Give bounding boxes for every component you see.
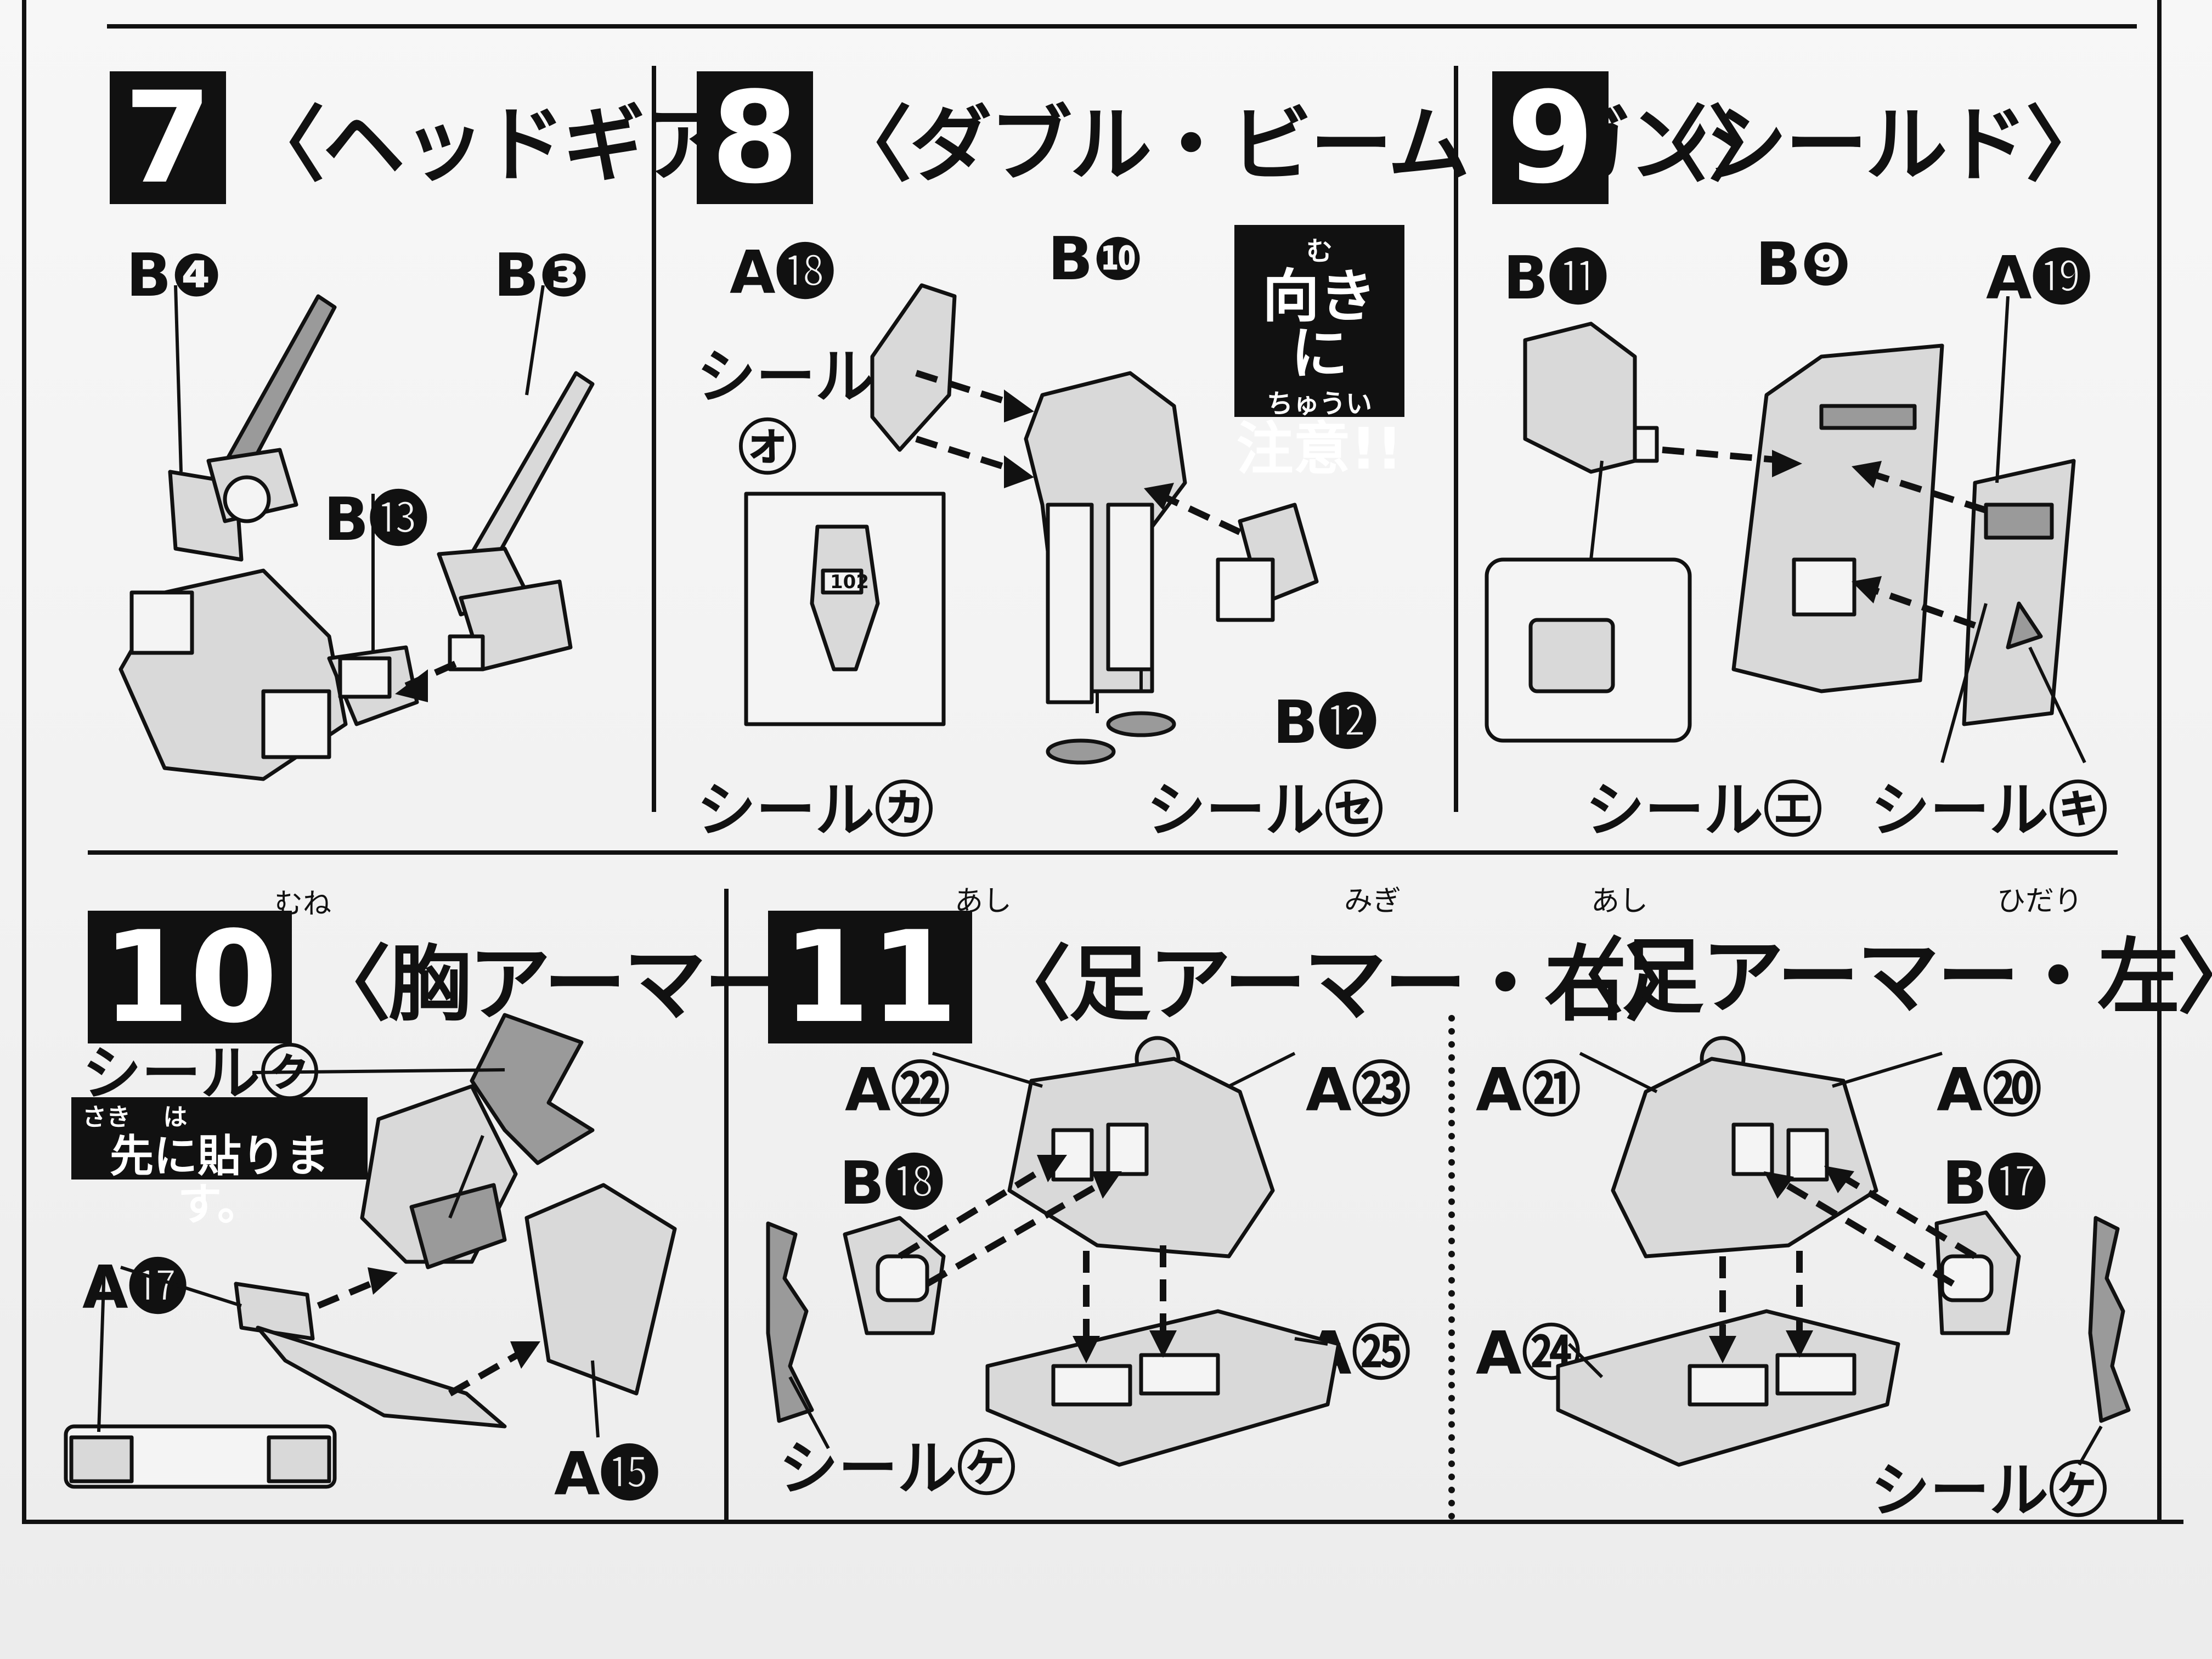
part-label: B⓬ [1273,689,1378,757]
part-label: A⑳ [1937,1056,2042,1125]
left-border [22,0,26,1524]
step-11-header: 11 〈足アーマー・右〉 [768,911,1707,1043]
beam-gun-illustration: 102 [744,283,1319,765]
step-title: 〈足アーマー・右〉 [989,936,1707,1032]
badge-text: 102 [830,571,869,593]
part-label: B⓫ [1503,244,1608,313]
step-title: 〈足アーマー・左〉 [1542,930,2212,1025]
part-label: B❾ [1756,230,1851,299]
step-9-header: 9 〈シールド〉 [1492,71,2108,204]
top-divider [107,24,2137,29]
part-label: B⓭ [324,486,428,554]
right-border [2157,0,2162,1524]
step-number: 7 [110,71,227,204]
part-label: A⓱ [82,1254,188,1322]
middle-divider [88,850,2118,855]
ruby-text: みぎ [1344,885,1402,918]
seal-label: シール㋓ [1585,776,1823,845]
seal-label: シール㋕ [697,776,934,845]
seal-label: シール㋖ [1871,776,2108,845]
step-11-left-header: 〈足アーマー・左〉 [1542,911,2212,1030]
step-number: 8 [697,71,814,204]
dotted-divider [1448,1015,1455,1520]
part-label: A⓯ [554,1440,659,1509]
seal-label: ㋔ [738,414,798,483]
headgear-illustration [119,285,595,781]
step-8-header: 8 〈ダブル・ビーム・ガン〉 [697,71,1791,204]
part-label: A⓲ [730,239,835,307]
part-label: A⓳ [1986,244,2091,313]
warning-line: 注意!! [1236,415,1403,482]
step-title: 〈シールド〉 [1625,97,2108,193]
ruby-text: あし [1591,885,1649,918]
warning-ruby: む [1306,236,1333,267]
warning-ruby: ちゅうい [1266,388,1372,419]
part-label: B❿ [1048,225,1143,294]
part-label: A㉒ [845,1056,950,1125]
step-number: 11 [768,911,973,1043]
divider-7-8 [652,66,656,812]
shield-illustration [1485,296,2086,764]
part-label: B❹ [126,241,222,310]
divider-8-9 [1454,66,1458,812]
part-label: A㉑ [1476,1056,1581,1125]
seal-label: シール㋝ [1147,776,1384,845]
part-label: A㉓ [1306,1056,1411,1125]
warning-line: 向きに [1262,263,1376,387]
note-text: 先に貼ります。 [110,1131,329,1230]
divider-10-11 [724,889,729,1520]
part-label: B⓲ [839,1149,944,1218]
step-number: 10 [88,911,292,1043]
apply-first-note: さき は 先に貼ります。 [71,1097,368,1229]
part-label: B⓱ [1942,1149,2047,1218]
bottom-border [22,1520,2183,1524]
seal-label: シール㋘ [779,1435,1017,1503]
leg-armor-right-illustration [766,1036,1341,1467]
step-number: 9 [1492,71,1609,204]
orientation-warning: む 向きに ちゅうい 注意!! [1234,225,1404,477]
ruby-text: ひだり [1997,885,2083,918]
seal-label: シール [697,343,875,411]
chest-armor-illustration [64,1013,677,1489]
seal-label: シール㋘ [1871,1457,2108,1525]
seal-label: シール㋗ [82,1040,320,1108]
step-title: 〈ダブル・ビーム・ガン〉 [830,97,1791,193]
note-ruby: さき は [82,1103,188,1131]
leg-armor-left-illustration [1556,1036,2131,1467]
